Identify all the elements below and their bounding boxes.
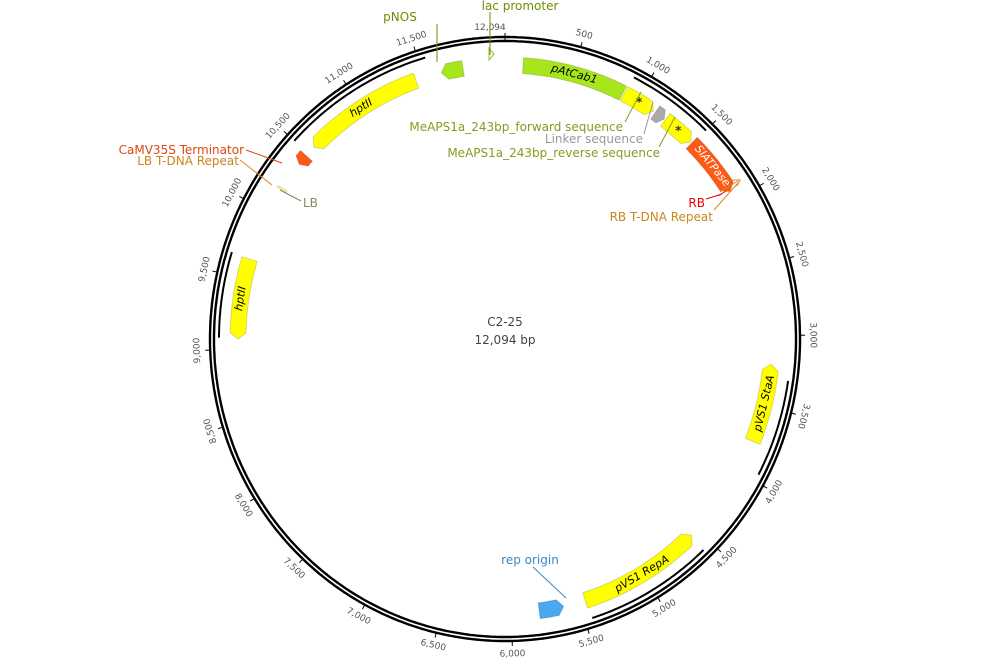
rb-repeat-callout-line bbox=[713, 182, 739, 211]
backbone-strand bbox=[208, 35, 802, 643]
lb-label[interactable]: LB bbox=[303, 196, 318, 210]
tick-mark bbox=[580, 42, 583, 47]
reverse-sequence-label[interactable]: MeAPS1a_243bp_reverse sequence bbox=[447, 146, 660, 160]
rb-callout-line bbox=[705, 193, 723, 200]
rb-repeat-label[interactable]: RB T-DNA Repeat bbox=[610, 210, 714, 224]
feature-CaMV35S[interactable] bbox=[295, 149, 314, 167]
feature-pAtCab1[interactable] bbox=[521, 57, 628, 101]
tick-mark bbox=[434, 633, 437, 638]
pnos-label[interactable]: pNOS bbox=[383, 10, 417, 24]
orf-arc bbox=[218, 251, 233, 338]
feature-rep-origin[interactable] bbox=[537, 599, 565, 620]
linker-callout-line bbox=[643, 101, 654, 135]
feature-label-SlATPase: SlATPase bbox=[692, 143, 733, 190]
tick-label: 5,500 bbox=[578, 633, 606, 650]
tick-mark bbox=[717, 548, 722, 553]
tick-mark bbox=[217, 427, 223, 430]
tick-label: 3,500 bbox=[795, 402, 811, 430]
feature-pNOS[interactable] bbox=[440, 59, 465, 80]
lb-repeat-label[interactable]: LB T-DNA Repeat bbox=[137, 154, 239, 168]
tick-mark bbox=[249, 498, 254, 502]
tick-mark bbox=[413, 46, 416, 51]
tick-label: 2,500 bbox=[793, 241, 810, 269]
tick-mark bbox=[759, 182, 764, 186]
lb-feature[interactable] bbox=[276, 184, 288, 194]
tick-label: 6,500 bbox=[419, 638, 447, 654]
tick-mark bbox=[651, 72, 655, 77]
tick-mark bbox=[763, 485, 768, 489]
feature-label-hptII-a: hptII bbox=[232, 285, 249, 311]
feature-pVS1-StaA[interactable] bbox=[744, 363, 779, 445]
orf-arc bbox=[633, 76, 707, 132]
backbone bbox=[208, 35, 802, 643]
tick-label: 7,000 bbox=[345, 606, 373, 627]
feature-meaps-reverse[interactable] bbox=[659, 112, 693, 145]
forward-callout-line bbox=[624, 91, 642, 123]
orf-arc bbox=[293, 56, 426, 142]
rep-origin-callout-line bbox=[532, 566, 567, 599]
tick-mark bbox=[239, 196, 244, 199]
tick-label: 9,000 bbox=[192, 337, 203, 363]
tick-label: 8,000 bbox=[232, 492, 254, 519]
rb-repeat-arrow[interactable] bbox=[719, 179, 741, 193]
feature-hptII-a[interactable] bbox=[229, 256, 258, 340]
camv-callout-line bbox=[245, 149, 283, 164]
tick-label: 3,000 bbox=[807, 322, 817, 348]
orf-arcs bbox=[218, 56, 790, 619]
reverse-callout-line bbox=[658, 116, 676, 148]
plasmid-name: C2-25 bbox=[487, 315, 523, 329]
tick-mark bbox=[212, 270, 217, 273]
tick-mark bbox=[343, 79, 347, 84]
tick-label: 500 bbox=[574, 28, 593, 42]
rep-origin-label[interactable]: rep origin bbox=[501, 553, 559, 567]
lac-promoter-label[interactable]: lac promoter bbox=[482, 0, 559, 13]
tick-label: 9,500 bbox=[197, 255, 213, 283]
tick-mark bbox=[791, 412, 796, 415]
tick-mark bbox=[362, 605, 365, 610]
tick-mark bbox=[657, 598, 661, 602]
feature-mark-meaps-reverse: * bbox=[675, 124, 682, 138]
tick-label: 10,500 bbox=[264, 111, 293, 141]
tick-label: 8,500 bbox=[202, 417, 219, 445]
feature-pVS1-RepA[interactable] bbox=[582, 533, 693, 609]
lb-repeat-callout-line bbox=[239, 159, 273, 186]
feature-hptII-b[interactable] bbox=[312, 72, 420, 150]
feature-linker[interactable] bbox=[650, 105, 666, 124]
linker-sequence-label[interactable]: Linker sequence bbox=[545, 132, 643, 146]
tick-label: 6,000 bbox=[500, 649, 526, 660]
forward-sequence-label[interactable]: MeAPS1a_243bp_forward sequence bbox=[409, 120, 623, 134]
tick-label: 5,000 bbox=[651, 598, 678, 620]
tick-mark bbox=[283, 131, 288, 135]
rb-label[interactable]: RB bbox=[688, 196, 705, 210]
tick-mark bbox=[789, 256, 795, 259]
plasmid-length: 12,094 bp bbox=[474, 333, 535, 347]
tick-mark bbox=[712, 120, 717, 124]
orf-arc bbox=[591, 549, 705, 619]
orf-arc bbox=[757, 380, 790, 476]
feature-mark-meaps-forward: * bbox=[636, 95, 643, 109]
tick-mark bbox=[299, 559, 303, 563]
camv35s-label[interactable]: CaMV35S Terminator bbox=[119, 143, 244, 157]
tick-mark bbox=[587, 629, 590, 634]
lb-callout-line bbox=[279, 189, 302, 202]
backbone-strand bbox=[212, 39, 798, 639]
tick-label: 4,000 bbox=[764, 478, 785, 506]
tick-label: 11,500 bbox=[395, 30, 428, 49]
